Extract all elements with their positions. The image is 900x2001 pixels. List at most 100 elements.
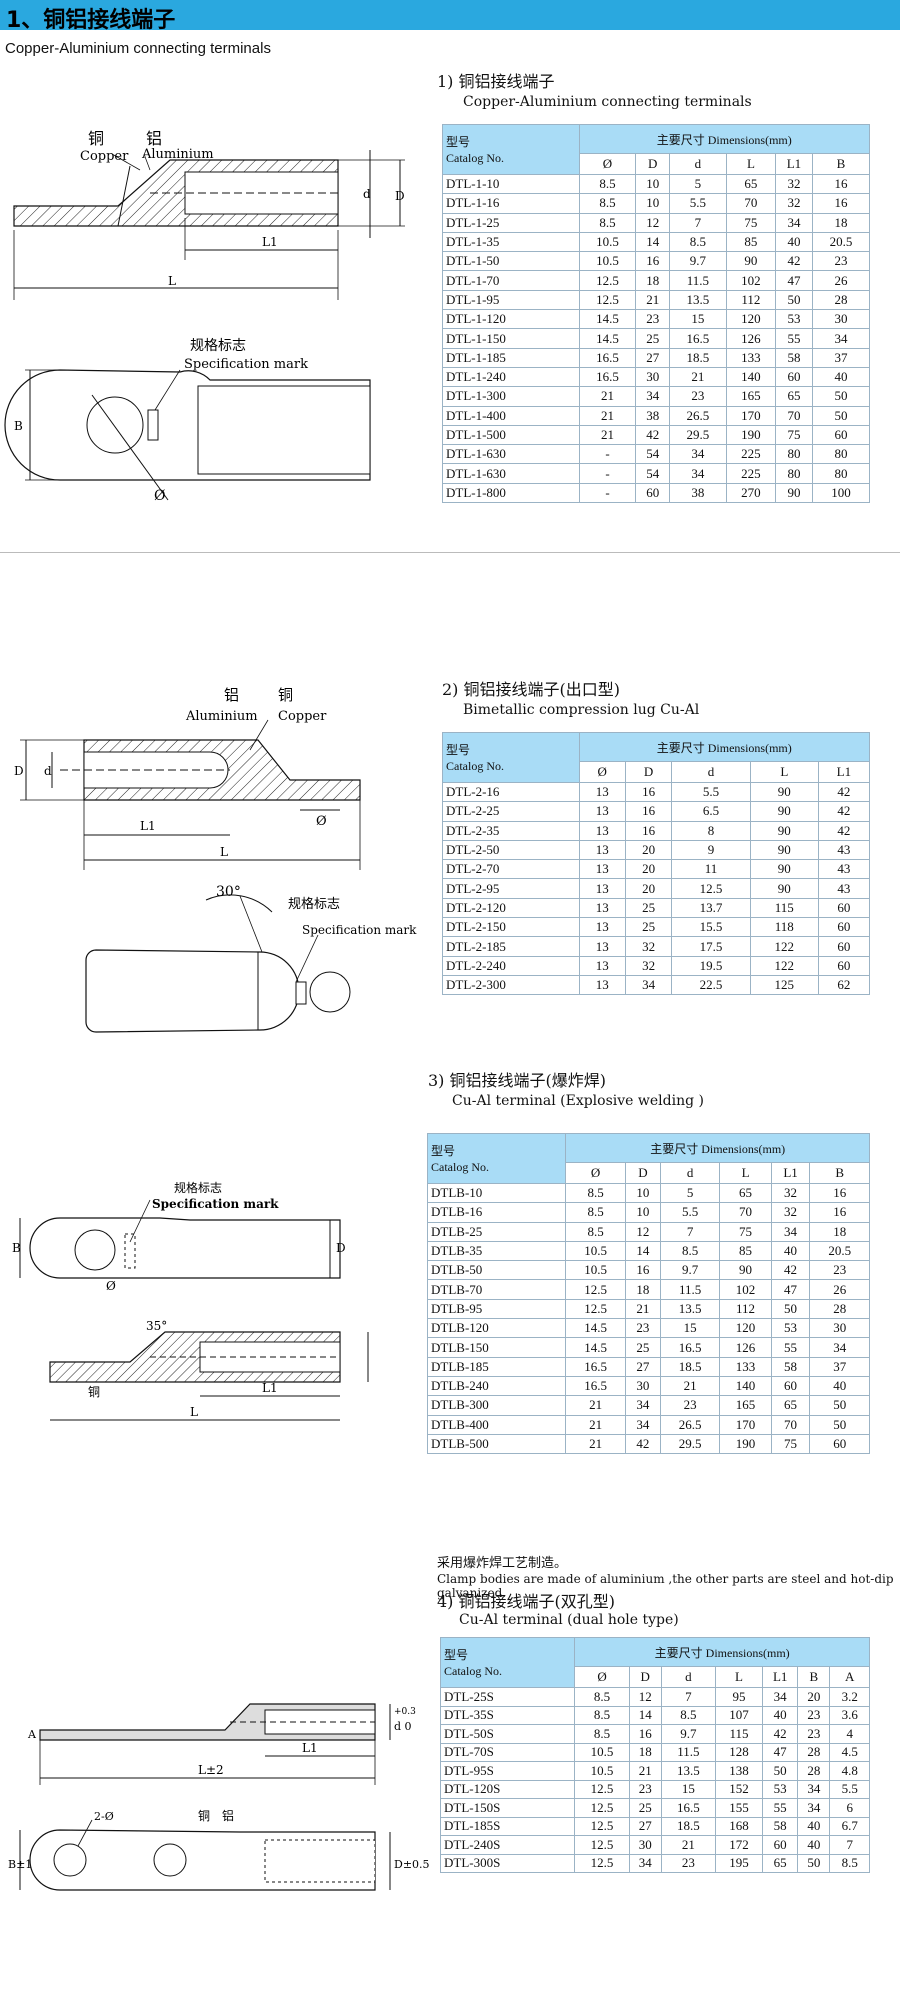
value-cell: 34 bbox=[624, 1395, 661, 1416]
value-cell: 170 bbox=[719, 1414, 772, 1435]
value-cell: 15 bbox=[659, 1318, 721, 1339]
value-cell: 21 bbox=[628, 1761, 662, 1781]
value-cell: 10.5 bbox=[565, 1240, 626, 1262]
value-cell: 30 bbox=[628, 1835, 662, 1855]
dim-d-tolerance: +0.3 bbox=[394, 1707, 416, 1717]
value-cell: 15 bbox=[660, 1779, 717, 1799]
value-cell: 75 bbox=[719, 1221, 772, 1242]
section4-subtitle: Cu-Al terminal (dual hole type) bbox=[459, 1612, 679, 1628]
column-header: D bbox=[628, 1666, 662, 1688]
header-catalog-en: Catalog No. bbox=[446, 150, 504, 165]
column-header: L1 bbox=[761, 1666, 799, 1688]
catalog-cell: DTL-50S bbox=[439, 1724, 576, 1744]
value-cell: 107 bbox=[715, 1705, 763, 1725]
value-cell: 16 bbox=[624, 820, 673, 841]
value-cell: 26.5 bbox=[659, 1414, 721, 1435]
value-cell: 40 bbox=[811, 366, 871, 388]
value-cell: 195 bbox=[715, 1853, 763, 1873]
catalog-cell: DTL-1-95 bbox=[442, 289, 580, 311]
value-cell: 16.5 bbox=[565, 1356, 626, 1377]
column-header: d bbox=[659, 1162, 721, 1184]
value-cell: 23 bbox=[797, 1724, 831, 1744]
label-angle-30: 30° bbox=[216, 884, 241, 900]
catalog-cell: DTL-1-800 bbox=[442, 482, 580, 504]
catalog-cell: DTL-2-300 bbox=[442, 974, 580, 996]
value-cell: 37 bbox=[809, 1356, 870, 1377]
catalog-cell: DTL-70S bbox=[439, 1742, 576, 1762]
catalog-cell: DTL-1-500 bbox=[442, 424, 580, 446]
value-cell: 20.5 bbox=[809, 1240, 870, 1262]
title-bar: 1、铜铝接线端子 bbox=[0, 0, 900, 33]
value-cell: 50 bbox=[811, 405, 871, 426]
value-cell: 27 bbox=[635, 347, 670, 368]
value-cell: 90 bbox=[749, 820, 819, 841]
value-cell: 12.5 bbox=[574, 1835, 630, 1855]
catalog-cell: DTL-2-120 bbox=[442, 897, 580, 919]
value-cell: 34 bbox=[797, 1798, 831, 1818]
value-cell: 32 bbox=[624, 955, 673, 976]
value-cell: 42 bbox=[635, 424, 670, 446]
value-cell: 90 bbox=[719, 1260, 772, 1281]
value-cell: 50 bbox=[809, 1395, 870, 1416]
value-cell: 20.5 bbox=[811, 231, 871, 253]
value-cell: 8 bbox=[671, 820, 751, 841]
value-cell: 115 bbox=[749, 897, 819, 919]
label-copper-en: Copper bbox=[278, 709, 327, 724]
value-cell: 32 bbox=[774, 193, 813, 214]
value-cell: 34 bbox=[624, 1414, 661, 1435]
value-cell: 32 bbox=[624, 936, 673, 957]
value-cell: 21 bbox=[565, 1433, 626, 1455]
value-cell: 8.5 bbox=[659, 1240, 721, 1262]
value-cell: 11.5 bbox=[668, 270, 727, 291]
value-cell: 8.5 bbox=[660, 1705, 717, 1725]
value-cell: 13 bbox=[578, 859, 626, 880]
value-cell: 165 bbox=[719, 1395, 772, 1416]
value-cell: 55 bbox=[761, 1798, 799, 1818]
value-cell: 16 bbox=[624, 781, 673, 803]
value-cell: 40 bbox=[774, 231, 813, 253]
value-cell: 152 bbox=[715, 1779, 763, 1799]
value-cell: 225 bbox=[725, 444, 776, 465]
value-cell: 60 bbox=[817, 897, 871, 919]
value-cell: 34 bbox=[635, 386, 670, 407]
value-cell: 65 bbox=[761, 1853, 799, 1873]
dim-d: d 0 bbox=[394, 1720, 412, 1733]
value-cell: 102 bbox=[719, 1279, 772, 1300]
catalog-cell: DTL-2-25 bbox=[442, 801, 580, 822]
catalog-cell: DTL-1-630 bbox=[442, 444, 580, 465]
value-cell: 43 bbox=[817, 839, 871, 861]
dim-L1: L1 bbox=[262, 235, 278, 249]
value-cell: 190 bbox=[725, 424, 776, 446]
value-cell: 16.5 bbox=[660, 1798, 717, 1818]
dim-A: A bbox=[27, 1728, 37, 1741]
column-header: d bbox=[668, 153, 727, 175]
value-cell: 3.6 bbox=[829, 1705, 870, 1725]
value-cell: 7 bbox=[660, 1687, 717, 1707]
value-cell: 28 bbox=[797, 1742, 831, 1762]
value-cell: 90 bbox=[725, 251, 776, 272]
label-spec-en: Specification mark bbox=[302, 923, 417, 937]
label-copper-cn: 铜 bbox=[198, 1808, 210, 1823]
value-cell: 170 bbox=[725, 405, 776, 426]
value-cell: 12.5 bbox=[574, 1779, 630, 1799]
value-cell: 21 bbox=[565, 1414, 626, 1435]
value-cell: 30 bbox=[809, 1318, 870, 1339]
catalog-cell: DTL-1-50 bbox=[442, 251, 580, 272]
value-cell: 14.5 bbox=[565, 1318, 626, 1339]
drawing-terminal-2: 铝 铜 Aluminium Copper D d L1 L Ø 30° 规格标志… bbox=[14, 686, 417, 1033]
value-cell: 53 bbox=[761, 1779, 799, 1799]
value-cell: 7 bbox=[829, 1835, 870, 1855]
value-cell: 122 bbox=[749, 936, 819, 957]
value-cell: 10 bbox=[624, 1202, 661, 1223]
catalog-cell: DTL-1-300 bbox=[442, 386, 580, 407]
value-cell: 18 bbox=[635, 270, 670, 291]
